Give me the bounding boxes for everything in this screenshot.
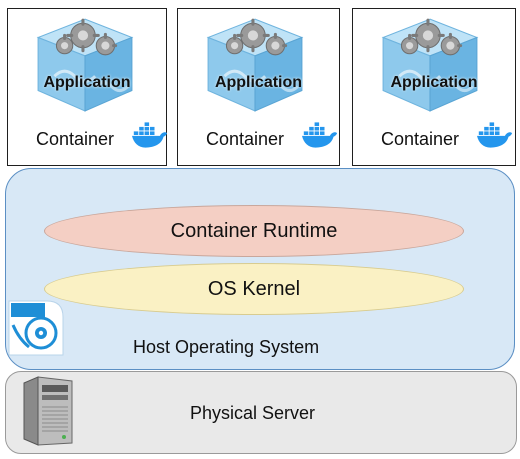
container-box-3: Application Container — [352, 8, 516, 166]
application-label: Application — [390, 74, 478, 91]
application-cube-icon — [379, 15, 481, 113]
application-cube-icon — [34, 15, 136, 113]
docker-whale-icon — [132, 121, 168, 149]
os-disk-icon — [8, 300, 64, 356]
docker-whale-icon — [302, 121, 338, 149]
physical-server-panel — [5, 371, 517, 454]
server-tower-icon — [23, 376, 73, 446]
container-label: Container — [381, 129, 460, 149]
os-kernel-label: OS Kernel — [207, 277, 301, 300]
application-cube-icon — [204, 15, 306, 113]
container-runtime-layer: Container Runtime — [44, 205, 464, 257]
docker-whale-icon — [477, 121, 513, 149]
application-label: Application — [214, 74, 303, 91]
container-runtime-label: Container Runtime — [170, 219, 338, 242]
os-kernel-layer: OS Kernel — [44, 263, 464, 315]
container-label: Container — [206, 129, 285, 149]
host-os-label: Host Operating System — [133, 337, 320, 357]
container-box-2: Application Container — [177, 8, 340, 166]
container-label: Container — [36, 129, 115, 149]
container-box-1: Application Container — [7, 8, 167, 166]
physical-server-label: Physical Server — [190, 403, 316, 423]
application-label: Application — [43, 74, 131, 91]
